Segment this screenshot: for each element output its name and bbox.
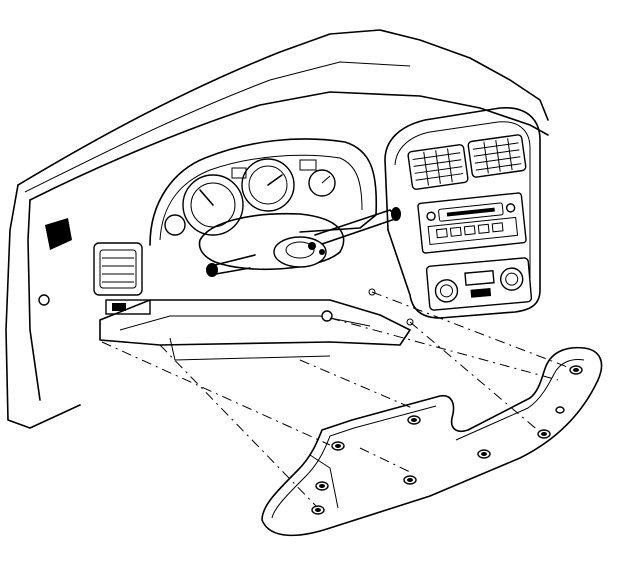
fastener-clip (315, 481, 329, 491)
alignment-line-7 (359, 447, 411, 473)
hvac-button-row (464, 269, 495, 286)
lower-panel-opening (99, 299, 411, 346)
radio-unit (417, 192, 527, 254)
center-vent-right-louvers (472, 138, 522, 174)
fastener-clip (311, 505, 325, 515)
alignment-line-2 (329, 317, 559, 381)
turn-signal-lever (314, 209, 399, 245)
knee-bolster-panel (261, 346, 603, 537)
steering-wheel-rim (198, 212, 345, 271)
center-stack-bezel (384, 107, 541, 319)
fastener-clip (403, 475, 417, 485)
center-vent-left-louvers (412, 148, 464, 186)
cassette-slot (438, 202, 504, 222)
hvac-knob-right (500, 267, 524, 291)
fastener-clip (537, 429, 551, 439)
instrument-cluster-bezel (149, 138, 378, 246)
left-side-vent (45, 218, 72, 250)
temperature-gauge (164, 214, 186, 236)
fastener-clip (555, 406, 565, 414)
alignment-line-4 (159, 344, 319, 509)
fastener-clip (331, 441, 345, 451)
fastener-clip (407, 415, 421, 425)
instrument-panel-top (17, 29, 549, 186)
hvac-knob-left (434, 279, 459, 303)
instrument-panel-top-edge (29, 91, 549, 201)
alignment-line-3 (371, 291, 571, 369)
alignment-line-1 (101, 341, 331, 446)
alignment-line-5 (409, 321, 541, 433)
radio-knob-left (426, 211, 436, 221)
fastener-clips (311, 365, 583, 515)
left-panel-hole (38, 294, 50, 306)
radio-knob-right (505, 203, 516, 213)
fastener-clip (569, 365, 583, 375)
fastener-clip (477, 449, 491, 459)
left-end-panel (5, 184, 81, 429)
bolster-mount-hole (321, 310, 333, 322)
alignment-line-6 (299, 359, 413, 409)
